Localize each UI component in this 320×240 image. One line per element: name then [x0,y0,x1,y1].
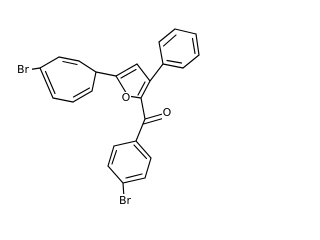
ring-bond [135,140,152,159]
ring-bond [182,54,200,69]
label-background [162,107,172,120]
ring-bond [162,63,184,69]
label-background [121,92,131,105]
ring-double-bond [162,34,177,47]
ring-bond [91,71,97,92]
carbonyl-aryl-bond [135,118,146,142]
bromine-bottom-label: Br [119,194,132,207]
ring-bond [107,165,124,184]
left-bromophenyl-ring [26,56,117,103]
ring-bond [144,157,152,179]
ring-bond [113,140,137,147]
furan-phenyl-bond [149,63,164,82]
phenyl-ring [149,28,200,82]
ring-double-bond [62,60,78,66]
carbonyl-oxygen-label: O [163,106,172,119]
bromine-left-label: Br [17,63,30,76]
ring-double-bond [166,59,183,64]
furan-bond [136,63,151,82]
ring-bond [78,60,97,73]
furan-carbonyl-bond [140,97,146,120]
ring-bond [158,41,164,65]
ring-bond [39,67,54,99]
molecule-diagram: Br O O Br [14,28,200,208]
ring-bond [72,90,93,103]
carbonyl-bond [142,117,166,125]
aryl-furan-bond [95,71,117,77]
label-background [14,63,32,77]
ring-bond [158,28,176,43]
furan-oxygen-label: O [122,91,131,104]
ring-bond [195,33,200,56]
ring-double-bond [44,70,56,95]
ring-double-bond [125,173,143,179]
ring-double-bond [133,144,148,160]
furan-double-bond [120,68,137,79]
furan-bond [140,80,151,99]
furan-double-bond [137,81,146,96]
ring-bond [174,28,197,35]
ring-bond [39,56,60,69]
label-background [116,194,134,208]
chemical-structure: Br O O Br [14,28,200,208]
ring-double-bond [191,37,196,55]
ring-double-bond [111,149,118,165]
ring-double-bond [72,87,91,98]
ring-bond [58,56,80,62]
ring-bond [52,97,74,103]
benzoyl-group [107,97,167,199]
ring-bond [122,177,146,184]
furan-bond [115,63,138,77]
atom-labels: Br O O Br [14,63,172,208]
ring-bond [107,145,115,167]
